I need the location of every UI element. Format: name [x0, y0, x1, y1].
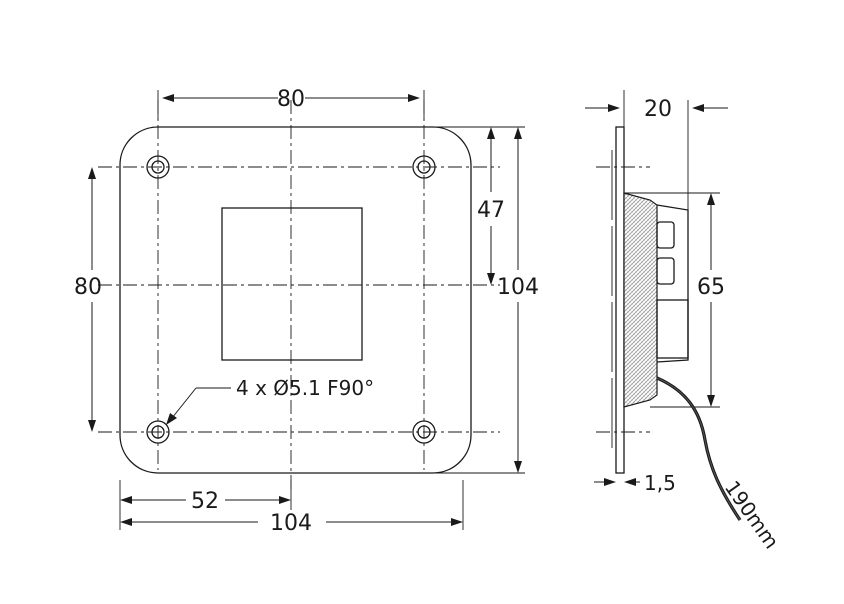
- dim-label-front-left-height: 80: [74, 275, 102, 300]
- side-view: 20 65 1,5 190mm: [585, 90, 784, 553]
- side-terminal-top: [656, 221, 675, 249]
- dim-side-height: 65: [697, 193, 725, 407]
- side-body-hatched: [623, 192, 658, 408]
- dim-label-front-bottom-overall: 104: [270, 511, 312, 536]
- side-terminal-middle: [656, 257, 675, 285]
- dim-label-side-depth: 20: [644, 97, 672, 122]
- front-view: 80 80 47 104: [74, 87, 539, 536]
- mounting-hole-bottom-right: [412, 420, 436, 444]
- holes-note: 4 x Ø5.1 F90°: [236, 376, 374, 400]
- dim-label-front-bottom-half: 52: [191, 489, 219, 514]
- front-center-cutout: [221, 207, 363, 361]
- dim-front-right-inner: 47: [477, 127, 505, 285]
- cable-length-label: 190mm: [720, 476, 784, 553]
- dim-front-left-height: 80: [74, 167, 102, 432]
- dim-front-top-width: 80: [162, 87, 420, 112]
- dim-label-front-right-overall: 104: [497, 275, 539, 300]
- dim-side-thickness: 1,5: [594, 471, 676, 495]
- mounting-hole-top-left: [146, 155, 170, 179]
- dim-side-depth: 20: [585, 97, 728, 122]
- dim-front-bottom-overall: 104: [120, 511, 463, 536]
- dim-label-front-right-inner: 47: [477, 198, 505, 223]
- dim-label-side-thickness: 1,5: [644, 471, 676, 495]
- mounting-hole-top-right: [412, 155, 436, 179]
- dim-front-right-overall: 104: [497, 127, 539, 473]
- dim-front-bottom-half: 52: [120, 489, 291, 514]
- holes-note-leader: 4 x Ø5.1 F90°: [166, 376, 374, 425]
- dim-label-side-height: 65: [697, 275, 725, 300]
- dim-label-front-top-width: 80: [277, 87, 305, 112]
- front-plate-outline: [119, 126, 472, 474]
- side-plate: [615, 126, 625, 474]
- mounting-hole-bottom-left: [146, 420, 170, 444]
